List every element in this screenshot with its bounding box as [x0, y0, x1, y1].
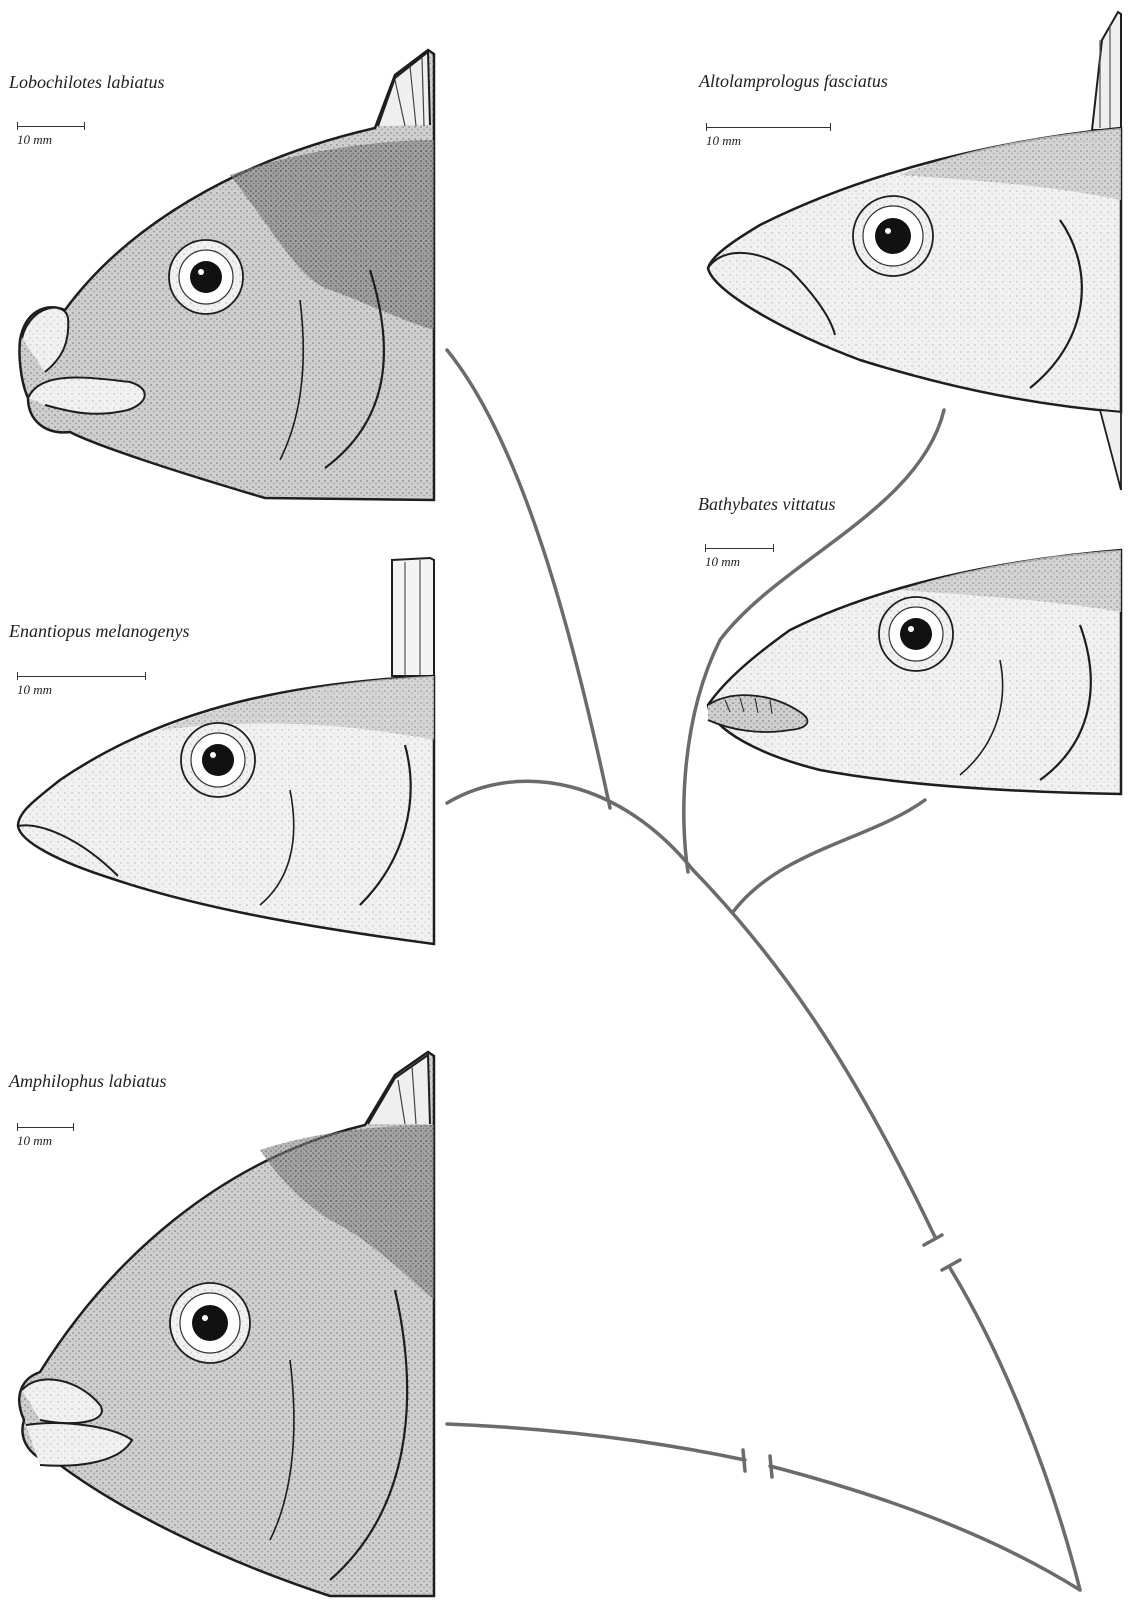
scale-bar-label: 10 mm — [17, 132, 52, 148]
scale-bar-line — [17, 1127, 74, 1128]
scale-bar-label: 10 mm — [17, 1133, 52, 1149]
fish-head-bathybates — [708, 550, 1121, 794]
tree-basal-branch-lower — [770, 1466, 1080, 1590]
scale-bar-line — [705, 548, 774, 549]
scale-bar-line — [17, 126, 85, 127]
species-label-bathybates: Bathybates vittatus — [698, 494, 835, 515]
tree-internal-branch — [693, 870, 935, 1237]
tree-branch-bathybates — [733, 800, 925, 912]
species-label-amphilophus: Amphilophus labiatus — [9, 1071, 167, 1092]
tree-basal-branch-upper — [950, 1268, 1080, 1590]
scale-bar-line — [17, 676, 146, 677]
species-label-lobochilotes: Lobochilotes labiatus — [9, 72, 165, 93]
species-label-enantiopus: Enantiopus melanogenys — [9, 621, 189, 642]
species-label-altolamprologus: Altolamprologus fasciatus — [699, 71, 888, 92]
tree-branch-amphilophus — [447, 1424, 745, 1460]
fish-head-amphilophus — [19, 1052, 434, 1596]
fish-head-lobochilotes — [19, 50, 434, 500]
tree-branch-enantiopus — [447, 781, 693, 870]
tree-branch-lobochilotes — [447, 350, 610, 808]
scale-bar-label: 10 mm — [17, 682, 52, 698]
fish-head-enantiopus — [18, 558, 434, 944]
tree-break-mark-lower-2 — [770, 1456, 772, 1477]
tree-break-mark-lower-1 — [743, 1450, 745, 1471]
phylogenetic-tree — [447, 350, 1080, 1590]
scale-bar-label: 10 mm — [705, 554, 740, 570]
scale-bar-label: 10 mm — [706, 133, 741, 149]
scale-bar-line — [706, 127, 831, 128]
